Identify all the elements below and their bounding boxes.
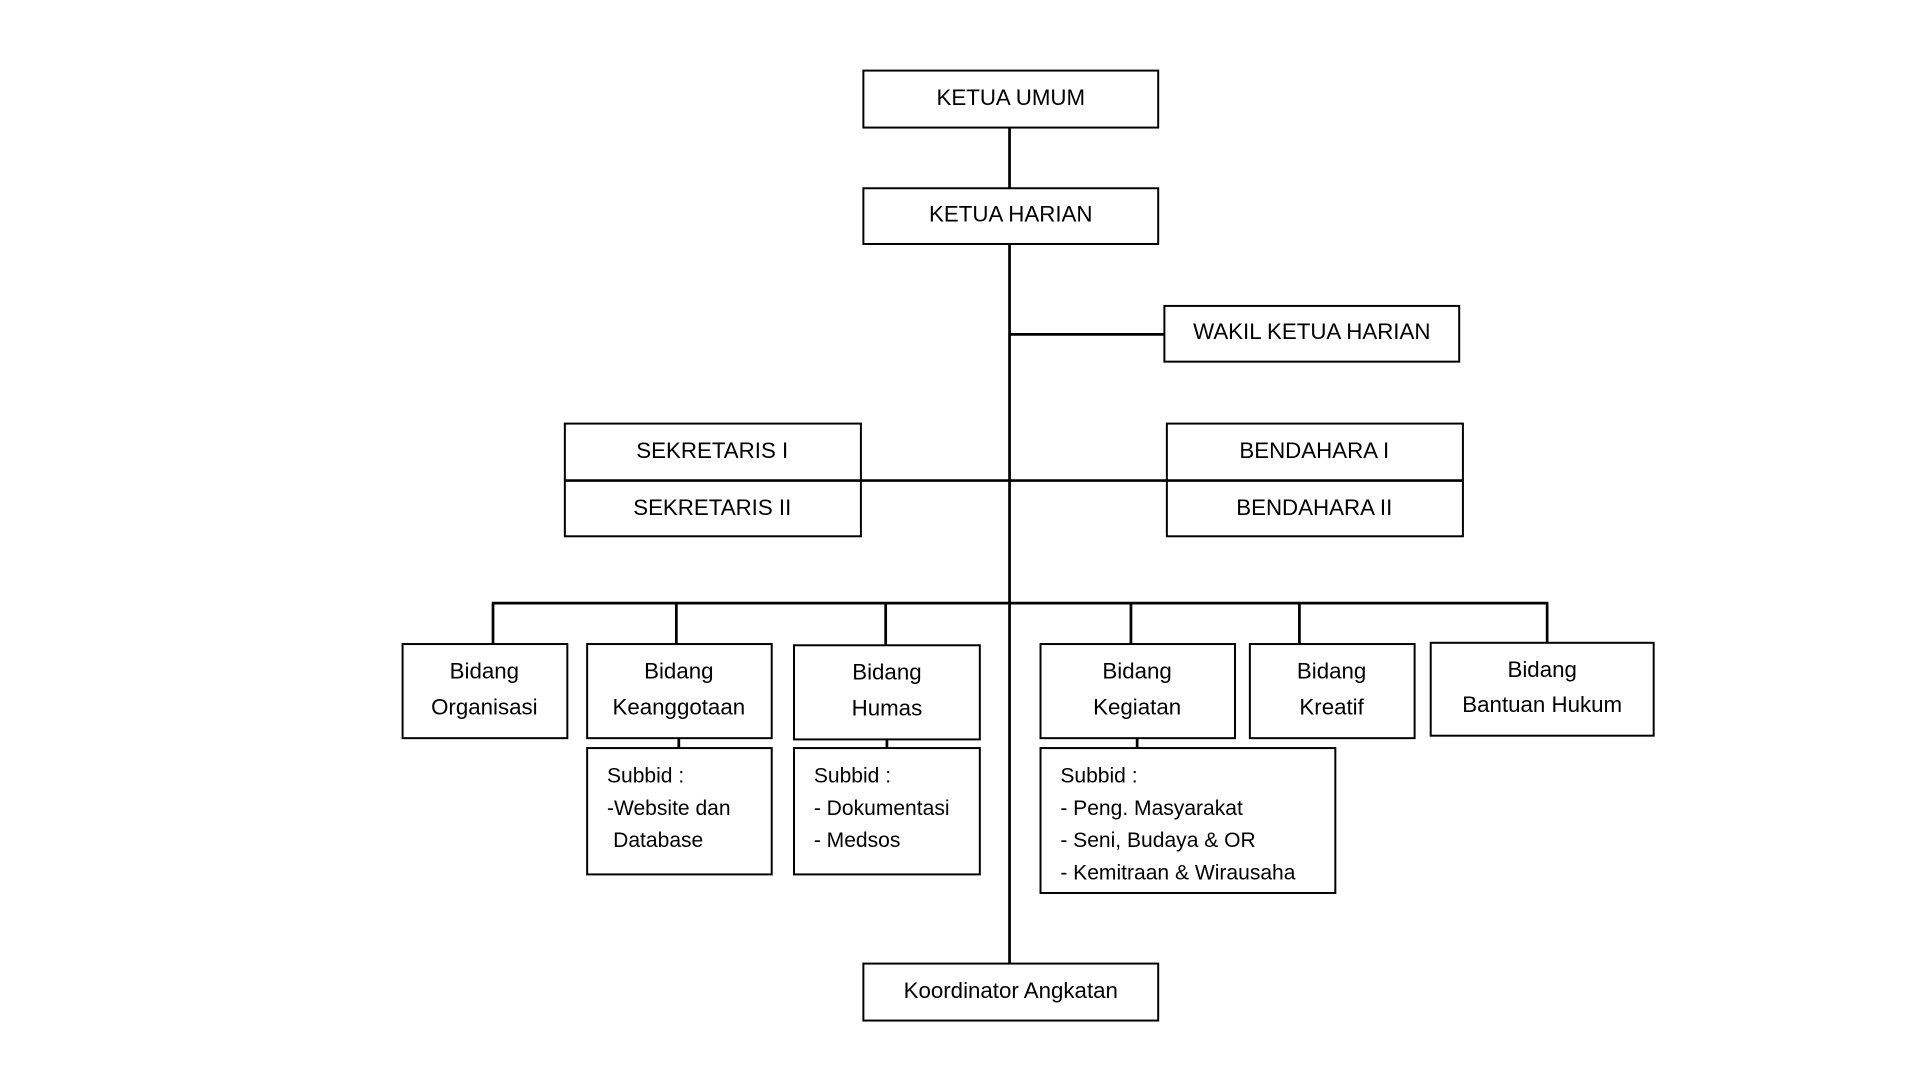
subbid-line: - Dokumentasi	[814, 797, 950, 820]
bidang-label: Bidang	[852, 660, 921, 685]
box-bidang-keanggotaan: Bidang Keanggotaan	[586, 643, 773, 740]
bendahara-1-label: BENDAHARA I	[1239, 438, 1389, 463]
ketua-umum-label: KETUA UMUM	[937, 85, 1086, 110]
box-bidang-humas: Bidang Humas	[793, 644, 981, 741]
bidang-label: Bidang	[1297, 658, 1366, 683]
bidang-name: Kegiatan	[1093, 694, 1181, 719]
box-bidang-organisasi: Bidang Organisasi	[401, 643, 569, 740]
bidang-name: Kreatif	[1299, 694, 1364, 719]
subbid-line: Subbid :	[607, 765, 684, 788]
sekretaris-2-label: SEKRETARIS II	[633, 495, 791, 520]
connectors	[491, 127, 1549, 964]
sekretaris-1-label: SEKRETARIS I	[636, 438, 788, 463]
box-bidang-kreatif: Bidang Kreatif	[1248, 643, 1416, 740]
bidang-name: Bantuan Hukum	[1462, 692, 1622, 717]
subbid-line: Database	[613, 829, 703, 852]
ketua-harian-label: KETUA HARIAN	[929, 201, 1092, 226]
box-bendahara: BENDAHARA I BENDAHARA II	[1165, 422, 1464, 538]
wakil-ketua-harian-label: WAKIL KETUA HARIAN	[1193, 319, 1430, 344]
subbid-line: - Peng. Masyarakat	[1060, 797, 1243, 820]
box-ketua-umum: KETUA UMUM	[862, 69, 1160, 129]
bidang-label: Bidang	[1102, 658, 1171, 683]
subbid-line: -Website dan	[607, 797, 731, 820]
bendahara-2-label: BENDAHARA II	[1236, 495, 1392, 520]
subbid-line: Subbid :	[814, 765, 891, 788]
box-wakil-ketua-harian: WAKIL KETUA HARIAN	[1163, 304, 1461, 363]
koordinator-angkatan-label: Koordinator Angkatan	[904, 978, 1118, 1003]
box-bidang-kegiatan: Bidang Kegiatan	[1039, 643, 1236, 740]
bidang-name: Humas	[852, 696, 923, 721]
bidang-name: Organisasi	[431, 694, 538, 719]
box-subbid-kegiatan: Subbid : - Peng. Masyarakat - Seni, Buda…	[1039, 747, 1337, 894]
box-subbid-keanggotaan: Subbid : -Website dan Database	[586, 747, 773, 876]
subbid-line: - Medsos	[814, 829, 901, 852]
bidang-label: Bidang	[1507, 657, 1576, 682]
box-subbid-humas: Subbid : - Dokumentasi - Medsos	[793, 747, 981, 876]
subbid-line: - Seni, Budaya & OR	[1060, 829, 1255, 852]
box-bidang-bantuan-hukum: Bidang Bantuan Hukum	[1429, 641, 1655, 737]
subbid-line: Subbid :	[1060, 765, 1137, 788]
box-sekretaris: SEKRETARIS I SEKRETARIS II	[563, 422, 862, 538]
bidang-label: Bidang	[450, 658, 519, 683]
bidang-label: Bidang	[644, 658, 713, 683]
bidang-name: Keanggotaan	[613, 694, 746, 719]
box-koordinator-angkatan: Koordinator Angkatan	[862, 962, 1160, 1022]
box-ketua-harian: KETUA HARIAN	[862, 187, 1160, 245]
subbid-line: - Kemitraan & Wirausaha	[1060, 861, 1295, 884]
